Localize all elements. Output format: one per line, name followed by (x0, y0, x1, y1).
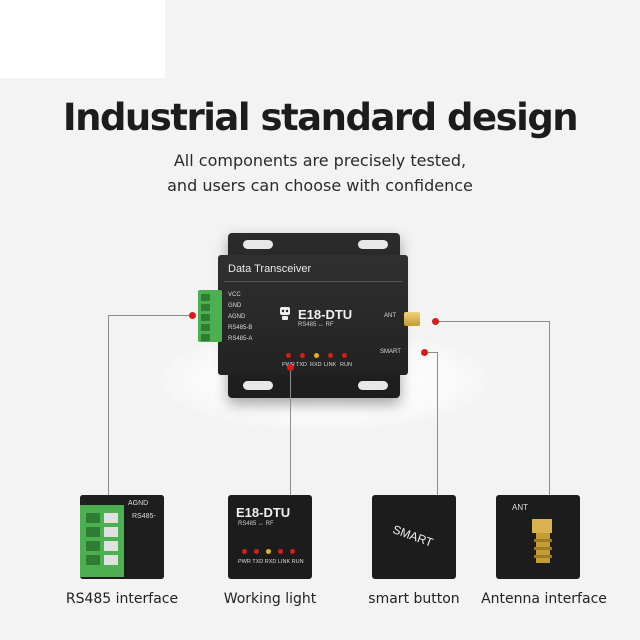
detail-card-smart: SMART (372, 495, 456, 579)
robot-logo-icon (280, 307, 290, 320)
callout-dot-working-light (287, 364, 294, 371)
terminal-screw (201, 294, 210, 301)
callout-dot-smart (421, 349, 428, 356)
callout-line-smart-h (424, 352, 438, 353)
detail-led-labels: PWR TXD RXD LINK RUN (238, 559, 304, 565)
callout-line-antenna-h (435, 321, 550, 322)
detail-model-sub: RS485 ↔ RF (238, 521, 274, 527)
ant-port-label: ANT (384, 313, 396, 319)
smart-button-label: SMART (380, 349, 401, 355)
pin-label-gnd: GND (228, 303, 242, 309)
caption-antenna: Antenna interface (481, 591, 607, 607)
led-pwr (286, 353, 291, 358)
detail-pin-rs485: RS485- (132, 513, 156, 520)
pin-label-rs485-b: RS485-B (228, 325, 253, 331)
caption-rs485: RS485 interface (65, 591, 179, 607)
led-link (328, 353, 333, 358)
page-title: Industrial standard design (62, 96, 579, 139)
device-title: Data Transceiver (228, 263, 312, 275)
caption-smart-button: smart button (368, 591, 460, 607)
model-sub-label: RS485 ↔ RF (298, 322, 334, 328)
led-txd (300, 353, 305, 358)
detail-model-label: E18-DTU (236, 505, 291, 520)
antenna-connector (404, 312, 420, 326)
detail-pin-agnd: AGND (128, 500, 149, 507)
caption-working-light: Working light (223, 591, 317, 607)
led-label-txd: TXD (296, 362, 307, 368)
callout-line-rs485-v (108, 315, 109, 495)
rs485-closeup (80, 495, 164, 579)
mount-hole-bottom-right (358, 381, 388, 390)
device-face: Data Transceiver VCC GND AGND RS485-B RS… (218, 255, 408, 375)
callout-dot-antenna (432, 318, 439, 325)
detail-smart-label: SMART (390, 522, 435, 550)
detail-card-working-light: E18-DTU RS485 ↔ RF PWR TXD RXD LINK RUN (228, 495, 312, 579)
callout-line-working-light (290, 368, 291, 495)
device-divider (224, 281, 402, 282)
mount-hole-bottom-left (243, 381, 273, 390)
detail-led-pwr (242, 549, 247, 554)
led-label-link: LINK (324, 362, 337, 368)
terminal-screw (201, 304, 210, 311)
callout-line-antenna-v (549, 321, 550, 495)
pin-label-vcc: VCC (228, 292, 241, 298)
detail-led-link (278, 549, 283, 554)
antenna-closeup (532, 519, 552, 563)
mount-hole-top-left (243, 240, 273, 249)
detail-ant-label: ANT (512, 503, 528, 512)
led-run (342, 353, 347, 358)
subtitle-line-1: All components are precisely tested, (173, 151, 467, 170)
detail-led-txd (254, 549, 259, 554)
detail-led-rxd (266, 549, 271, 554)
rs485-terminal-block (198, 290, 222, 342)
terminal-screw (201, 314, 210, 321)
pin-label-agnd: AGND (228, 314, 246, 320)
led-label-rxd: RXD (310, 362, 322, 368)
callout-line-rs485-h (108, 315, 192, 316)
terminal-screw (201, 334, 210, 341)
detail-led-run (290, 549, 295, 554)
callout-line-smart-v (437, 352, 438, 495)
callout-dot-rs485 (189, 312, 196, 319)
led-rxd (314, 353, 319, 358)
pin-label-rs485-a: RS485-A (228, 336, 253, 342)
detail-card-antenna: ANT (496, 495, 580, 579)
terminal-screw (201, 324, 210, 331)
detail-card-rs485: AGND RS485- (80, 495, 164, 579)
corner-patch (0, 0, 165, 78)
mount-hole-top-right (358, 240, 388, 249)
model-label: E18-DTU (298, 307, 353, 322)
led-label-run: RUN (340, 362, 352, 368)
subtitle-line-2: and users can choose with confidence (167, 176, 473, 195)
